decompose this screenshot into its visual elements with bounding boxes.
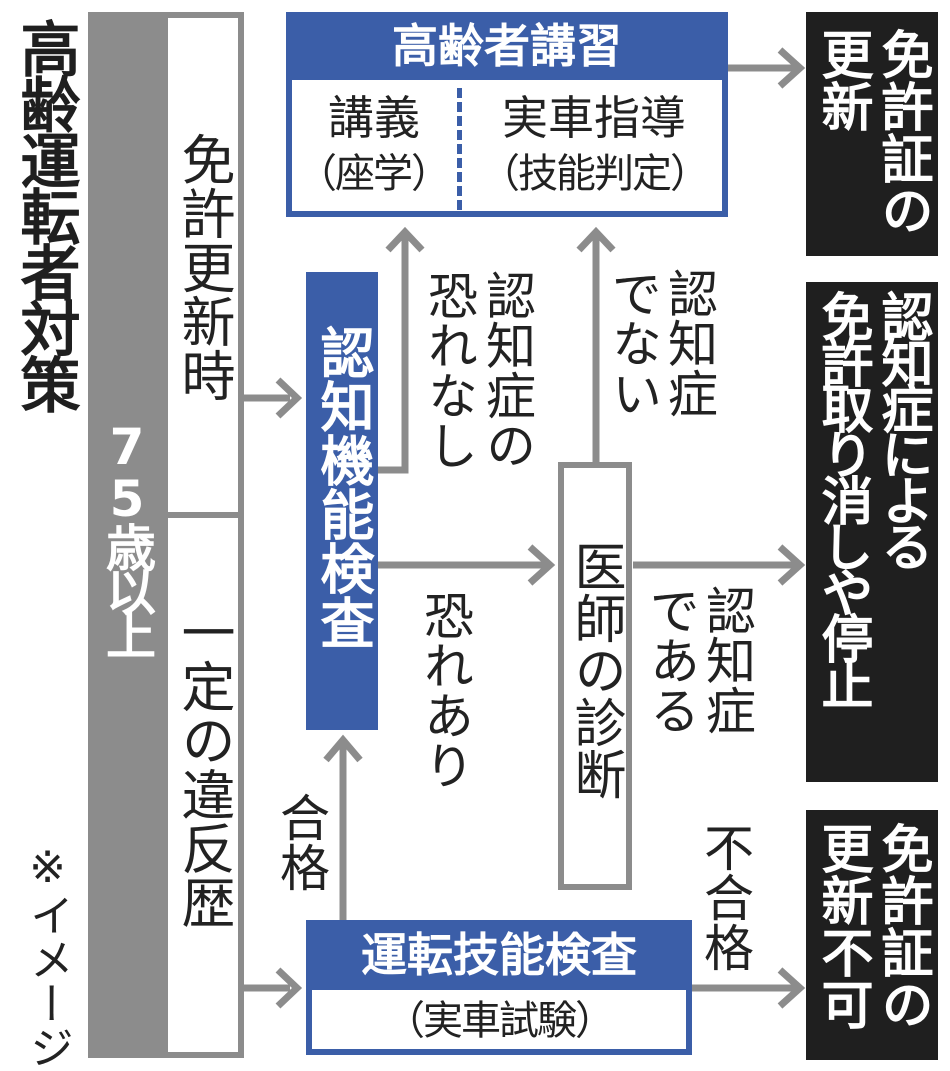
label-not-dementia-line1: 認知症 [660,268,718,418]
outcome-revoke-box [806,282,938,782]
cognitive-test-label: 認知機能検査 [311,325,374,649]
outcome-renewal-line2: 更新 [812,28,872,132]
image-note: ※イメージ [22,842,73,1069]
outcome-renewal-line1: 免許証の [872,28,932,236]
label-dementia-line1: 認知症 [698,585,756,735]
age-bar-label: 75歳以上 [98,418,156,654]
doctor-box [558,462,632,890]
lecture-left-main: 講義 [328,91,420,145]
label-dementia-line2: である [642,585,700,735]
trigger-box-renewal [162,12,244,518]
doctor-label: 医師の診断 [565,540,625,800]
lecture-divider [457,88,462,210]
cognitive-test-box [306,272,378,730]
age-bar [88,12,166,1058]
outcome-revoke-line1: 認知症による [872,290,932,566]
driving-test-sub: （実車試験） [385,998,615,1044]
outcome-denied-box [806,810,938,1060]
trigger-violation-label: 一定の違反歴 [172,605,235,929]
trigger-box-violation [162,512,244,1058]
driving-test-title: 運転技能検査 [306,920,692,990]
outcome-denied-line1: 免許証の [872,822,932,1030]
lecture-left-sub: （座学） [297,151,451,197]
label-no-risk-line1: 認知症の [478,270,536,470]
outcome-denied-line2: 更新不可 [812,822,872,1030]
label-fail: 不合格 [696,822,754,972]
label-risk: 恐れあり [416,590,474,790]
label-pass: 合格 [272,792,330,892]
outcome-revoke-line2: 免許取り消しや停止 [812,290,872,704]
label-not-dementia-line2: でない [604,268,662,418]
lecture-title: 高齢者講習 [286,12,728,80]
lecture-right-main: 実車指導 [502,91,686,145]
diagram-title: 高齢運転者対策 [10,18,80,410]
trigger-renewal-label: 免許更新時 [172,132,235,402]
label-no-risk-line2: 恐れなし [420,270,478,470]
outcome-renewal-box [806,12,938,256]
lecture-right-sub: （技能判定） [480,151,710,197]
